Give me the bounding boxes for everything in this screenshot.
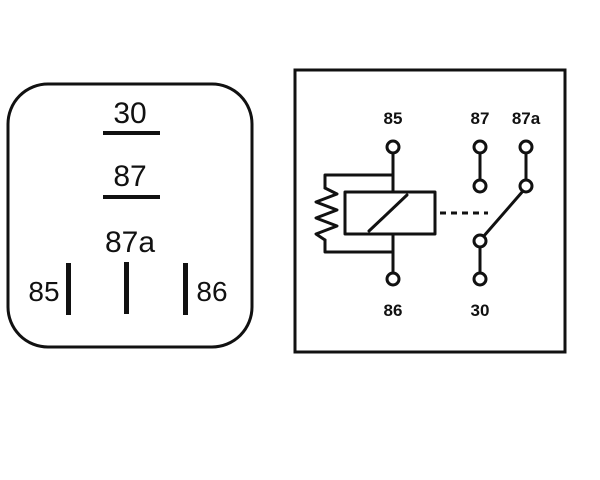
switch-arm — [481, 189, 525, 239]
pin-label-30: 30 — [113, 97, 146, 130]
coil-winding-mark — [367, 193, 409, 233]
footprint-outline — [6, 82, 254, 349]
schematic-label-86: 86 — [384, 301, 403, 320]
pin-87-blade — [103, 195, 160, 199]
relay-footprint: 30 87 87a 85 86 — [6, 82, 254, 349]
terminal-86 — [385, 271, 401, 287]
relay-schematic: 85 87 87a 86 30 — [293, 68, 567, 354]
terminal-30 — [472, 271, 488, 287]
pin-label-87: 87 — [113, 160, 146, 193]
pin-85-blade — [66, 263, 71, 315]
schematic-label-87a: 87a — [512, 109, 541, 128]
coil-circuit — [314, 139, 437, 287]
coil-body — [343, 190, 437, 236]
terminal-87a — [518, 139, 534, 155]
resistor-bottom-wire — [323, 238, 395, 254]
schematic-label-87: 87 — [471, 109, 490, 128]
contact-30-pivot — [472, 233, 488, 249]
pin-label-85: 85 — [28, 276, 59, 307]
contact-87a — [518, 178, 534, 194]
resistor-top-wire — [323, 173, 395, 190]
schematic-label-30: 30 — [471, 301, 490, 320]
pin-label-87a: 87a — [105, 226, 155, 259]
schematic-frame — [293, 68, 567, 354]
pin-86-blade — [183, 263, 188, 315]
pin-label-86: 86 — [196, 276, 227, 307]
pin-30-blade — [103, 131, 160, 135]
contact-87 — [472, 178, 488, 194]
schematic-label-85: 85 — [384, 109, 403, 128]
resistor-zigzag — [314, 186, 339, 242]
pin-87a-blade — [124, 262, 129, 314]
terminal-85 — [385, 139, 401, 155]
terminal-87 — [472, 139, 488, 155]
switch-contacts — [472, 139, 534, 287]
